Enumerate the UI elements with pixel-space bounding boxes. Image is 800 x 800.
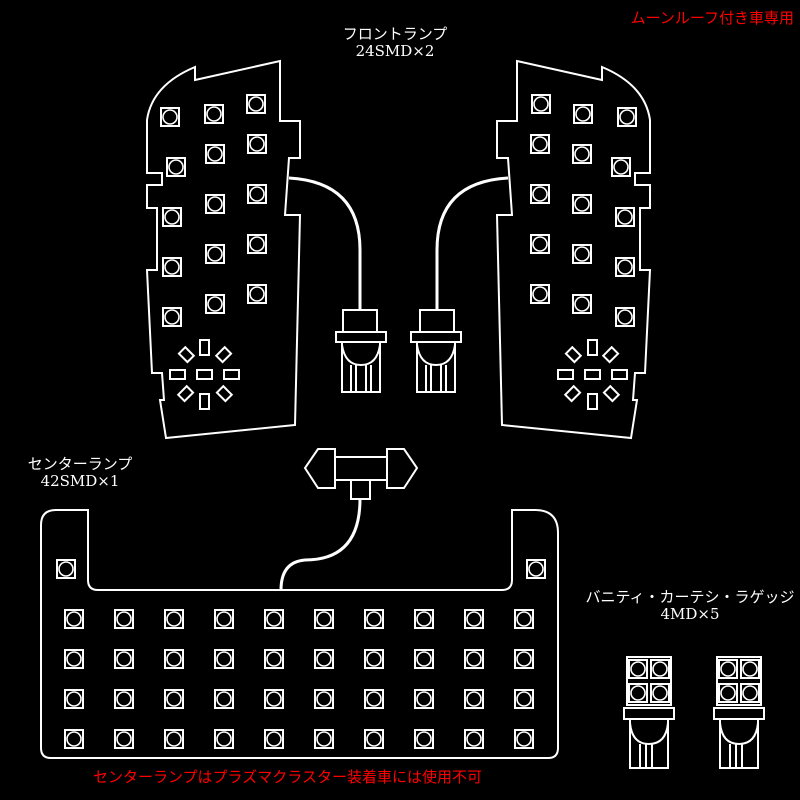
small-lamp-spec: 4MD×5 xyxy=(660,605,720,623)
center-led xyxy=(464,649,484,669)
center-led xyxy=(214,649,234,669)
center-led xyxy=(514,649,534,669)
center-led xyxy=(64,649,84,669)
front-lamp-spec: 24SMD×2 xyxy=(355,42,435,60)
front-lamp-right xyxy=(411,61,650,438)
center-led xyxy=(64,729,84,749)
center-led xyxy=(264,689,284,709)
small-lamp-title: バニティ・カーテシ・ラゲッジ xyxy=(585,588,795,606)
center-led xyxy=(464,609,484,629)
center-led xyxy=(464,729,484,749)
center-led xyxy=(164,689,184,709)
center-led xyxy=(464,689,484,709)
center-led xyxy=(514,609,534,629)
center-led xyxy=(264,649,284,669)
center-led xyxy=(214,729,234,749)
small-bulb-1 xyxy=(624,657,674,768)
center-led xyxy=(114,729,134,749)
center-led xyxy=(414,609,434,629)
plasmacluster-notice: センターランプはプラズマクラスター装着車には使用不可 xyxy=(93,768,482,786)
center-led xyxy=(514,729,534,749)
center-led xyxy=(314,649,334,669)
center-lamp xyxy=(40,509,559,759)
center-led xyxy=(64,609,84,629)
front-lamp-label: フロントランプ 24SMD×2 xyxy=(330,26,460,60)
center-led xyxy=(114,689,134,709)
center-led xyxy=(164,609,184,629)
center-led xyxy=(414,729,434,749)
center-led xyxy=(364,649,384,669)
small-lamp-label: バニティ・カーテシ・ラゲッジ 4MD×5 xyxy=(585,589,795,623)
center-led xyxy=(264,729,284,749)
center-led xyxy=(364,729,384,749)
center-led xyxy=(214,689,234,709)
front-lamp-title: フロントランプ xyxy=(342,25,448,43)
center-led xyxy=(414,689,434,709)
center-led xyxy=(114,609,134,629)
center-led xyxy=(364,689,384,709)
center-led xyxy=(314,609,334,629)
center-led xyxy=(364,609,384,629)
front-lamp-left xyxy=(147,61,386,438)
center-led xyxy=(314,689,334,709)
center-led xyxy=(164,729,184,749)
center-led xyxy=(514,689,534,709)
center-lamp-spec: 42SMD×1 xyxy=(40,472,120,490)
center-led xyxy=(214,609,234,629)
small-bulb-2 xyxy=(714,657,764,768)
center-lamp-label: センターランプ 42SMD×1 xyxy=(10,456,150,490)
center-led xyxy=(64,689,84,709)
center-led xyxy=(264,609,284,629)
center-led xyxy=(114,649,134,669)
t-connector xyxy=(279,448,419,591)
center-led xyxy=(414,649,434,669)
center-led xyxy=(314,729,334,749)
moonroof-notice: ムーンルーフ付き車専用 xyxy=(630,9,794,27)
center-led xyxy=(164,649,184,669)
center-lamp-title: センターランプ xyxy=(27,455,133,473)
